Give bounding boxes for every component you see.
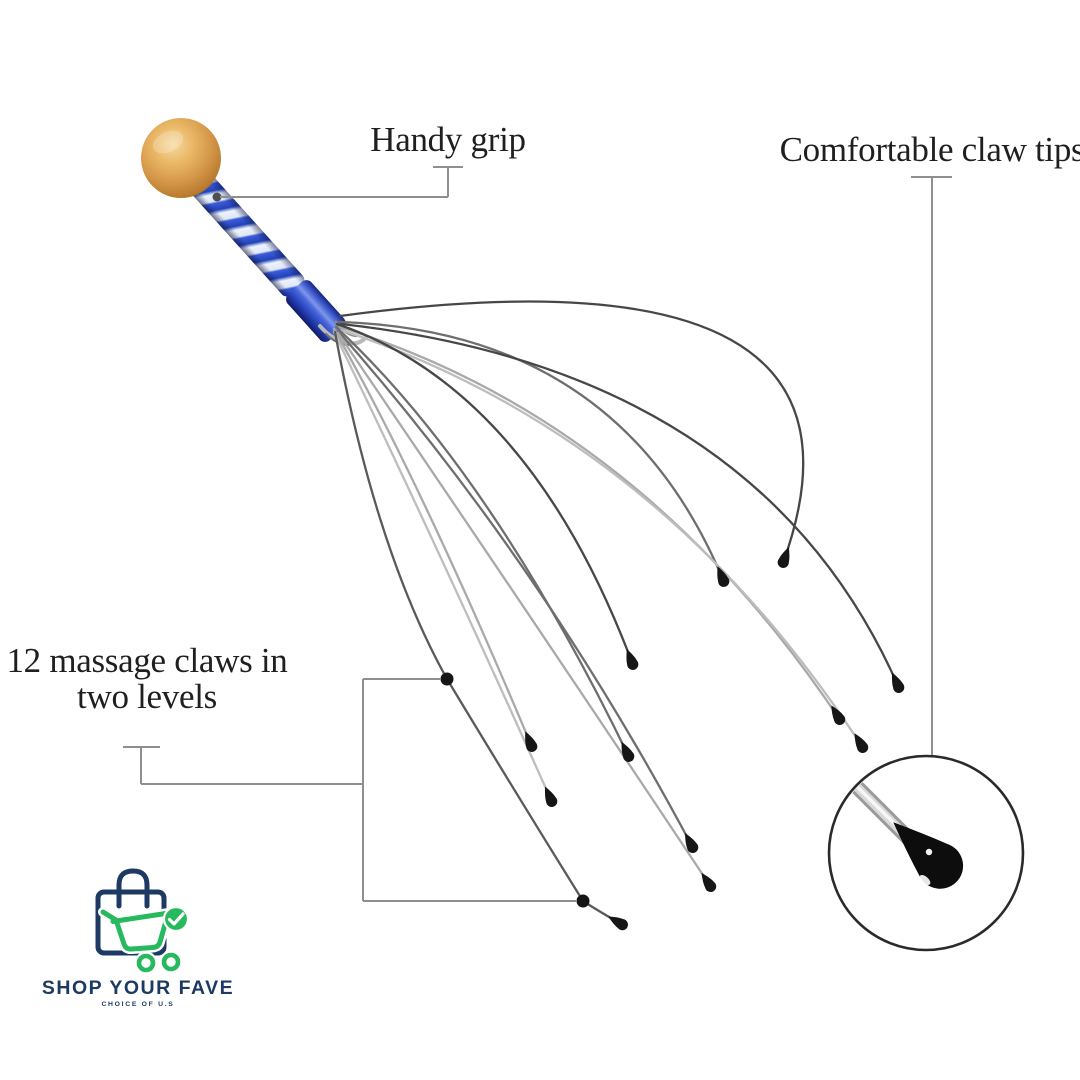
claw-wire (338, 325, 842, 722)
shopping-bag-icon (95, 868, 167, 956)
claw-wire (339, 322, 901, 690)
claw-wire (333, 330, 625, 927)
magnified-claw-tip (893, 822, 964, 889)
shopping-cart-icon (98, 907, 183, 975)
claw-tip (539, 784, 560, 809)
claw-wire (332, 327, 534, 749)
claw-tip (776, 545, 795, 570)
claw-wire (332, 330, 554, 804)
claw-wire (338, 300, 805, 565)
handy-grip-label: Handy grip (370, 120, 526, 159)
claw-tip (621, 647, 640, 672)
claw-tip-magnifier-inset (827, 754, 1025, 952)
logo-title: SHOP YOUR FAVE (41, 977, 235, 999)
claw-wire (335, 322, 635, 667)
claw-tips-label: Comfortable claw tips (779, 130, 1080, 169)
claw-levels-label-line2: two levels (77, 677, 217, 716)
claw-wire (334, 325, 631, 759)
claw-wire (336, 331, 713, 889)
claw-levels-label: 12 massage claws in two levels (0, 643, 294, 715)
claw-tip (605, 911, 631, 933)
store-logo (95, 868, 190, 975)
callout-line-handy-grip (220, 166, 463, 198)
claw-tip (696, 869, 719, 895)
claw-tip (520, 729, 540, 754)
callout-anchor-dot (212, 192, 222, 202)
handle-collar (286, 280, 346, 342)
logo-subtitle: CHOICE OF U.S (101, 1001, 175, 1008)
level-marker-dot-lower (576, 894, 590, 908)
massage-claw-wires (332, 300, 901, 927)
claw-wire (336, 320, 726, 584)
claw-wire (339, 328, 865, 750)
callout-line-claw-levels (123, 678, 576, 902)
wooden-ball-grip (141, 118, 221, 198)
level-marker-dot-upper (440, 672, 454, 686)
claw-levels-label-line1: 12 massage claws in (6, 641, 288, 680)
callout-line-claw-tips (911, 176, 952, 756)
claw-tip (886, 670, 907, 695)
claw-tip (680, 830, 701, 855)
check-circle-icon (162, 905, 190, 933)
claw-wire (336, 329, 695, 850)
